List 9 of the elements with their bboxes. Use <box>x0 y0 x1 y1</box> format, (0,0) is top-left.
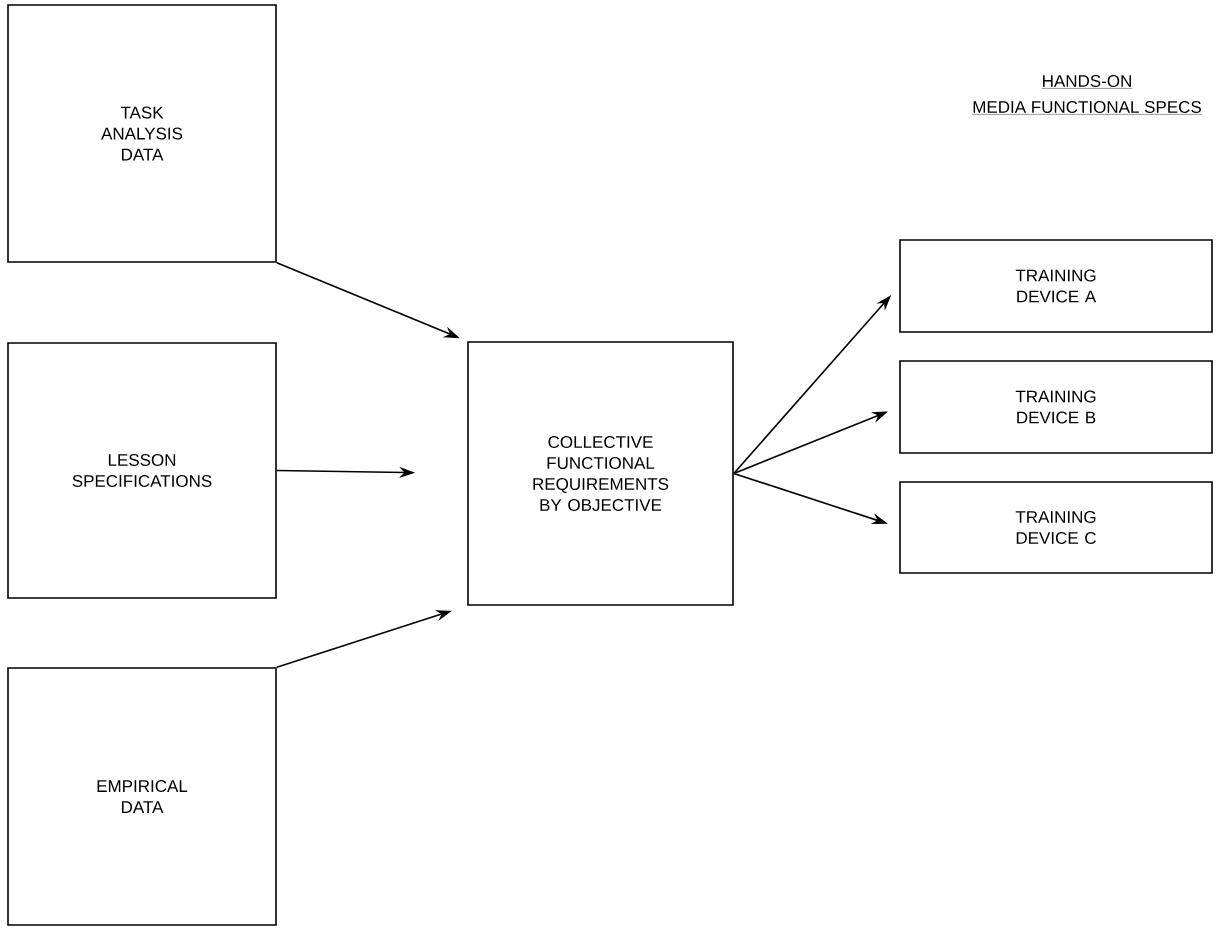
process-box: TRAINING DEVICE C <box>899 481 1213 574</box>
process-box: TRAINING DEVICE A <box>899 239 1213 333</box>
process-box: LESSON SPECIFICATIONS <box>7 342 277 599</box>
process-box: TASK ANALYSIS DATA <box>7 4 277 263</box>
process-box: TRAINING DEVICE B <box>899 360 1213 454</box>
heading: HANDS-ON <box>1041 74 1133 89</box>
process-box: COLLECTIVE FUNCTIONAL REQUIREMENTS BY OBJECTIVE <box>467 341 734 606</box>
heading: MEDIA FUNCTIONAL SPECS <box>972 100 1202 115</box>
process-box: EMPIRICAL DATA <box>7 667 277 926</box>
